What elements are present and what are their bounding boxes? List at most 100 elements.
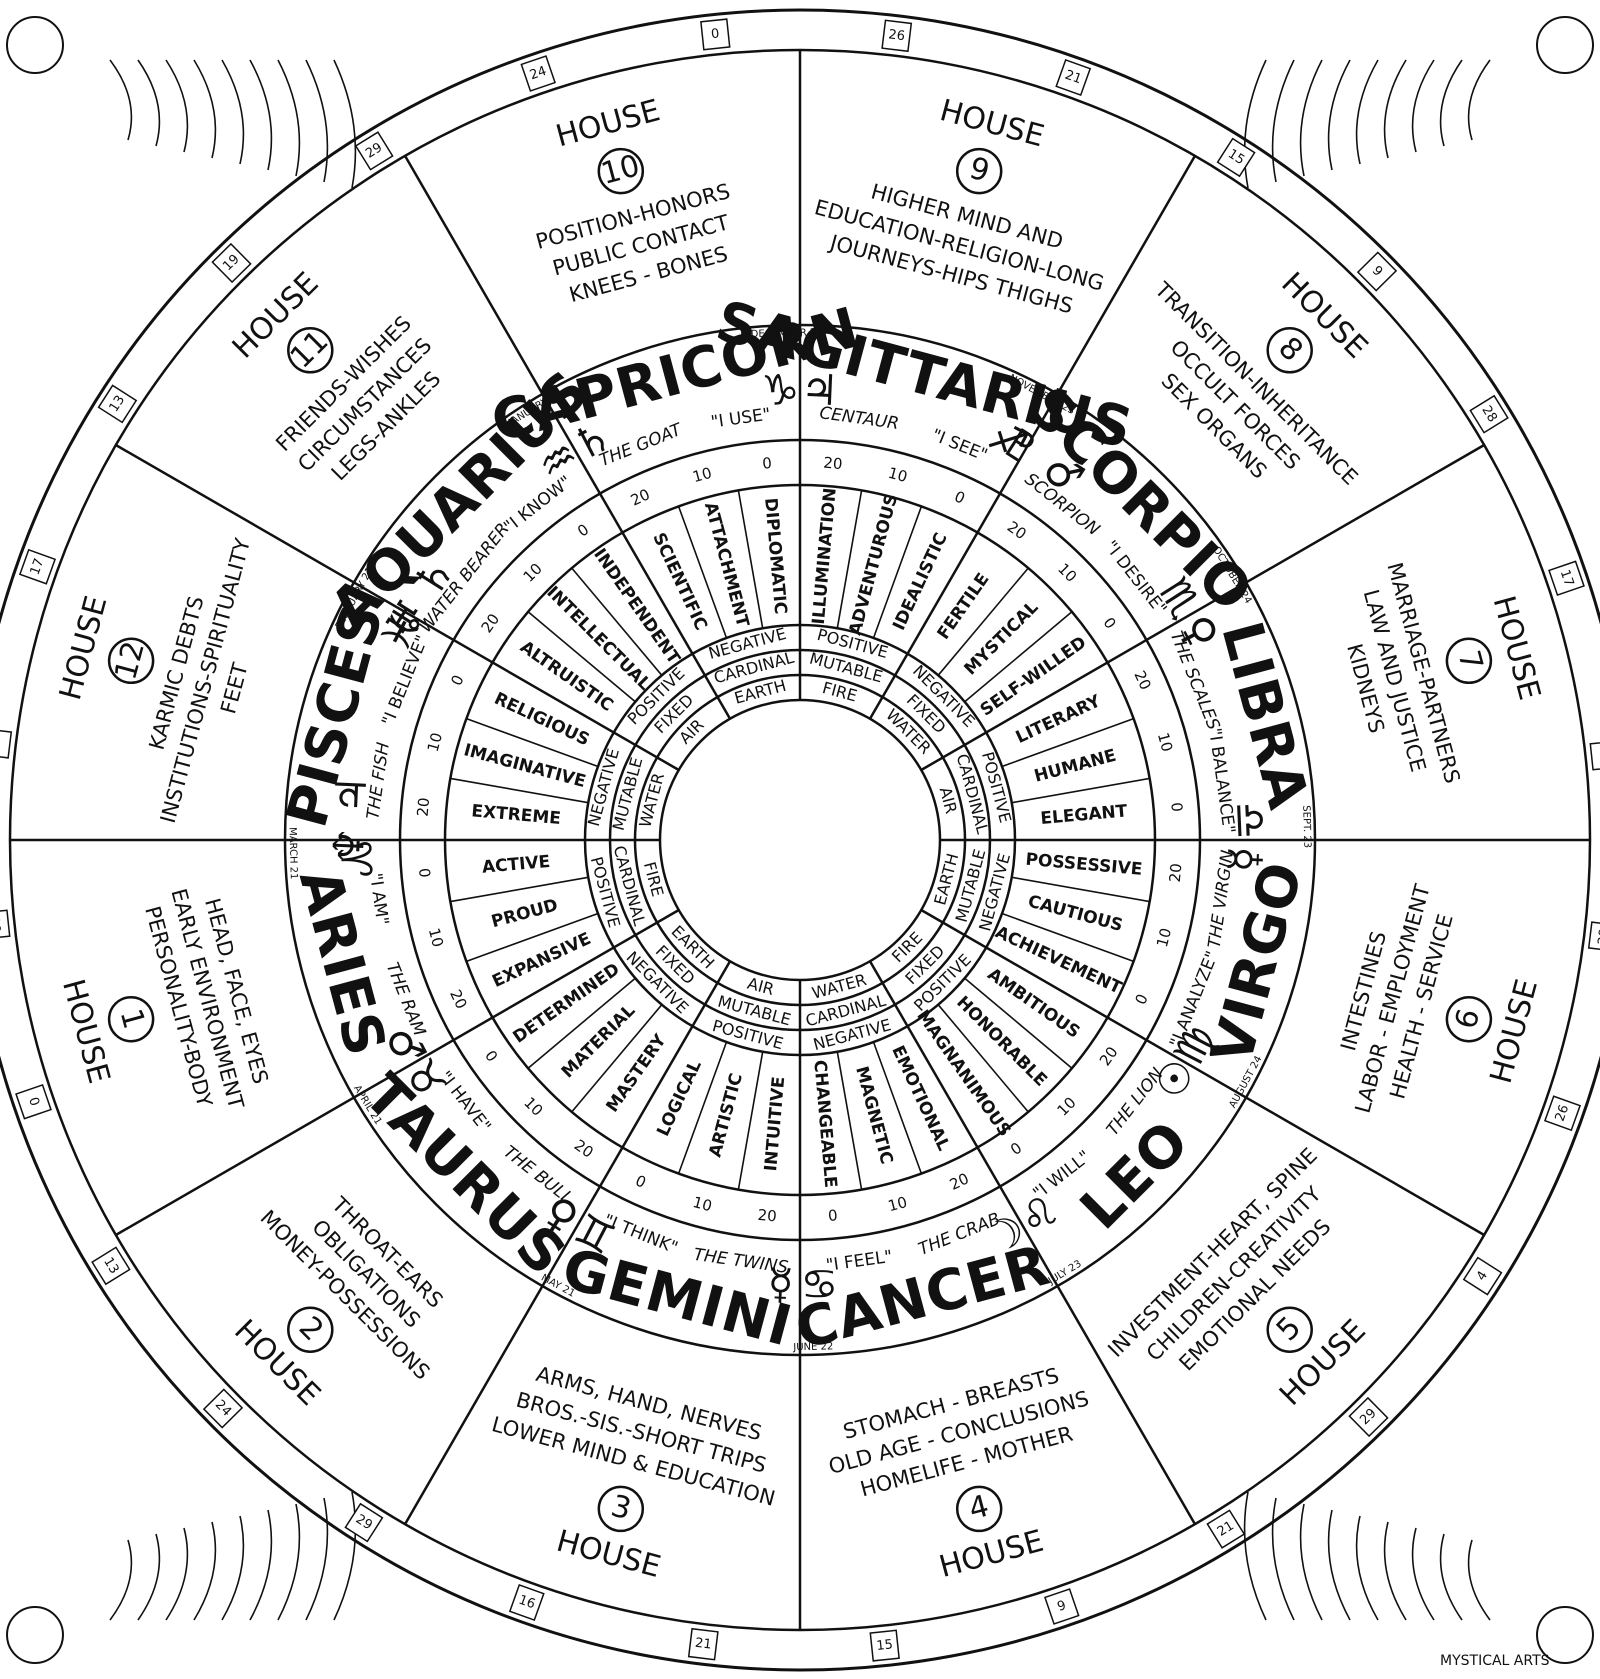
tick-box: 17 [1549,561,1584,595]
feather-stroke [110,1540,131,1620]
feather-stroke [1441,1534,1462,1620]
tick-box: 29 [345,1504,382,1542]
feather-stroke [1329,60,1350,170]
decan-degree: 10 [520,560,546,586]
house-title: HOUSE [53,592,114,704]
tick-label: 15 [876,1637,894,1654]
decan-degree: 10 [1053,1093,1079,1119]
wing-ornament [7,17,355,188]
decan-degree: 0 [952,487,968,507]
trait-label: CHANGEABLE [809,1059,840,1188]
house-12: HOUSE12KARMIC DEBTSINSTITUTIONS-SPIRITUA… [53,536,255,826]
decan-degree: 10 [1154,731,1176,754]
house-number: 7 [1450,647,1489,675]
sign-start-date: SEPT. 23 [1300,805,1312,848]
sign-start-date: MARCH 21 [287,827,299,880]
house-number: 1 [113,1005,152,1033]
trait-label: RELIGIOUS [491,689,592,751]
feather-stroke [250,60,271,170]
sign-libra: LIBRA"I BALANCE"THE SCALES♎♀SEPT. 23 [1166,607,1321,848]
tick-box: 13 [92,1247,129,1284]
tick-box: 29 [1589,922,1600,951]
decan-degree: 10 [1054,560,1080,586]
wing-ornament [1245,17,1593,188]
tick-box: 4 [1464,1258,1502,1295]
feather-stroke [334,1492,355,1620]
decan-degree: 20 [1130,668,1154,693]
trait-label: CAUTIOUS [1026,892,1125,937]
feather-stroke [1385,1522,1406,1620]
trait-label: INTUITIVE [761,1076,789,1172]
feather-stroke [222,60,243,164]
feather-stroke [1329,1510,1350,1620]
tick-box: 15 [1218,139,1255,177]
decan-degree: 20 [1096,1043,1122,1069]
decan-degree: 20 [823,454,844,474]
feather-stroke [1469,60,1490,140]
tick-box: 29 [356,132,393,169]
house-number: 5 [1270,1310,1308,1348]
zodiac-glyph-icon: ♎ [1225,800,1276,840]
house-6: HOUSE6HEALTH - SERVICELABOR - EMPLOYMENT… [1336,882,1545,1116]
decan-degree: 0 [1099,614,1119,632]
tick-box: 16 [510,1585,544,1620]
decan-divider [1012,778,1150,802]
tick-box: 25 [0,729,11,758]
ruling-planet-icon: ☿ [1219,845,1269,873]
house-title: HOUSE [936,1524,1048,1585]
sign-start-date: DECEMBER 22 [751,327,823,340]
decan-degree: 0 [1131,991,1151,1007]
decan-degree: 0 [827,1206,838,1225]
feather-stroke [1413,1528,1434,1620]
trait-label: LITERARY [1013,691,1105,748]
trait-label: FERTILE [934,570,994,644]
decan-degree: 20 [478,610,504,636]
house-8: HOUSE8TRANSITION-INHERITANCEOCCULT FORCE… [1150,266,1375,490]
decan-divider [738,1052,762,1190]
decan-degree: 20 [1166,863,1186,884]
feather-stroke [1385,60,1406,158]
feather-stroke [222,1516,243,1620]
decan-degree: 0 [574,520,592,540]
ruling-planet-icon: ♆ ♃ [323,775,376,866]
feather-stroke [250,1510,271,1620]
tick-box: 4 [1590,741,1600,770]
tick-box: 28 [1470,396,1507,433]
trait-label: HUMANE [1032,746,1118,787]
feather-stroke [166,60,187,152]
tick-box: 0 [701,19,730,50]
tick-box: 13 [99,385,137,422]
decan-degree: 20 [414,797,434,818]
decan-degree: 20 [446,987,470,1012]
tick-box: 24 [521,56,555,91]
zodiac-glyph-icon: ♋ [799,1259,839,1310]
feather-stroke [110,60,131,140]
feather-stroke [1469,1540,1490,1620]
decan-degree: 20 [628,485,653,509]
feather-stroke [278,60,299,176]
feather-stroke [138,60,159,146]
house-number: 8 [1271,330,1309,368]
feather-stroke [278,1504,299,1620]
wing-ornament [1245,1492,1593,1663]
decan-degree: 0 [415,867,434,878]
feather-stroke [1413,60,1434,152]
tick-box: 21 [689,1629,718,1660]
decan-degree: 10 [886,1193,909,1215]
house-dividers [10,50,1590,1630]
trait-label: LOGICAL [653,1057,706,1139]
trait-label: MAGNETIC [851,1064,896,1166]
feather-stroke [138,1534,159,1620]
house-2: HOUSE2MONEY-POSSESSIONSOBLIGATIONSTHROAT… [227,1192,447,1413]
house-11: HOUSE11FRIENDS-WISHESCIRCUMSTANCESLEGS-A… [226,266,446,486]
decan-degree: 10 [520,1093,546,1119]
ring-circle [660,700,940,980]
orb-ornament [7,1607,63,1663]
house-number: 11 [284,324,336,376]
tick-box: 9 [1045,1589,1079,1624]
wing-ornament [7,1492,355,1663]
decan-degree: 20 [1004,518,1030,544]
